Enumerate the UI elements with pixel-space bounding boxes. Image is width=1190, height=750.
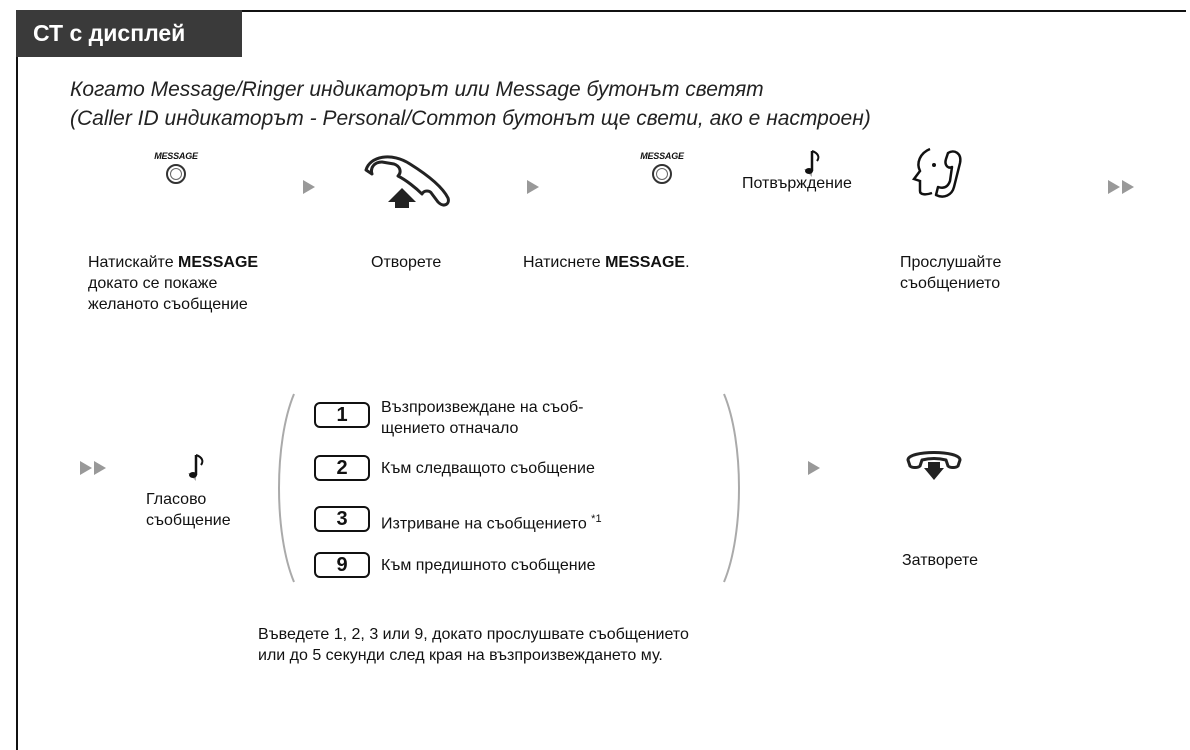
section-title-tab: СТ с дисплей: [16, 10, 242, 57]
dial-key-3: 3: [314, 506, 370, 532]
step3-caption: Натиснете MESSAGE.: [523, 254, 690, 271]
message-button-icon: MESSAGE: [632, 151, 692, 189]
arrow-right-icon: [808, 461, 820, 475]
voice-message-tone-icon: [184, 451, 208, 490]
section-title: СТ с дисплей: [33, 20, 186, 46]
step2-caption: Отворете: [371, 254, 442, 271]
confirmation-tone-icon: [800, 147, 824, 186]
step1-caption: Натискайте MESSAGE докато се покаже жела…: [88, 254, 259, 313]
listen-icon: [910, 143, 974, 210]
dial-key-2: 2: [314, 455, 370, 481]
option-2-label: Към следващото съобщение: [381, 460, 595, 477]
left-parenthesis: [272, 392, 298, 589]
section-frame: [16, 10, 1186, 750]
option-1-label: Възпроизвеждане на съоб- щението отначал…: [381, 399, 584, 437]
option-3-label: Изтриване на съобщението *1: [381, 513, 602, 533]
voice-message-label: Гласово съобщение: [146, 491, 231, 529]
footnote-marker: *1: [591, 513, 602, 525]
input-footnote: Въведете 1, 2, 3 или 9, докато прослушва…: [258, 626, 689, 664]
double-arrow-right-icon: [1108, 180, 1120, 194]
arrow-right-icon: [303, 180, 315, 194]
dial-key-9: 9: [314, 552, 370, 578]
double-arrow-right-icon: [1122, 180, 1134, 194]
option-9-label: Към предишното съобщение: [381, 557, 596, 574]
off-hook-handset-icon: [352, 150, 458, 217]
message-icon-label: MESSAGE: [640, 151, 684, 161]
double-arrow-right-icon: [94, 461, 106, 475]
condition-line-1: Когато Message/Ringer индикаторът или Me…: [70, 78, 764, 101]
message-button-icon: MESSAGE: [146, 151, 206, 189]
right-parenthesis: [720, 392, 746, 589]
condition-line-2: (Caller ID индикаторът - Personal/Common…: [70, 107, 871, 130]
arrow-right-icon: [527, 180, 539, 194]
hang-up-caption: Затворете: [902, 552, 979, 569]
double-arrow-right-icon: [80, 461, 92, 475]
step5-caption: Прослушайте съобщението: [900, 254, 1002, 292]
confirmation-tone-label: Потвърждение: [742, 175, 852, 192]
on-hook-handset-icon: [902, 444, 966, 493]
message-icon-label: MESSAGE: [154, 151, 198, 161]
dial-key-1: 1: [314, 402, 370, 428]
